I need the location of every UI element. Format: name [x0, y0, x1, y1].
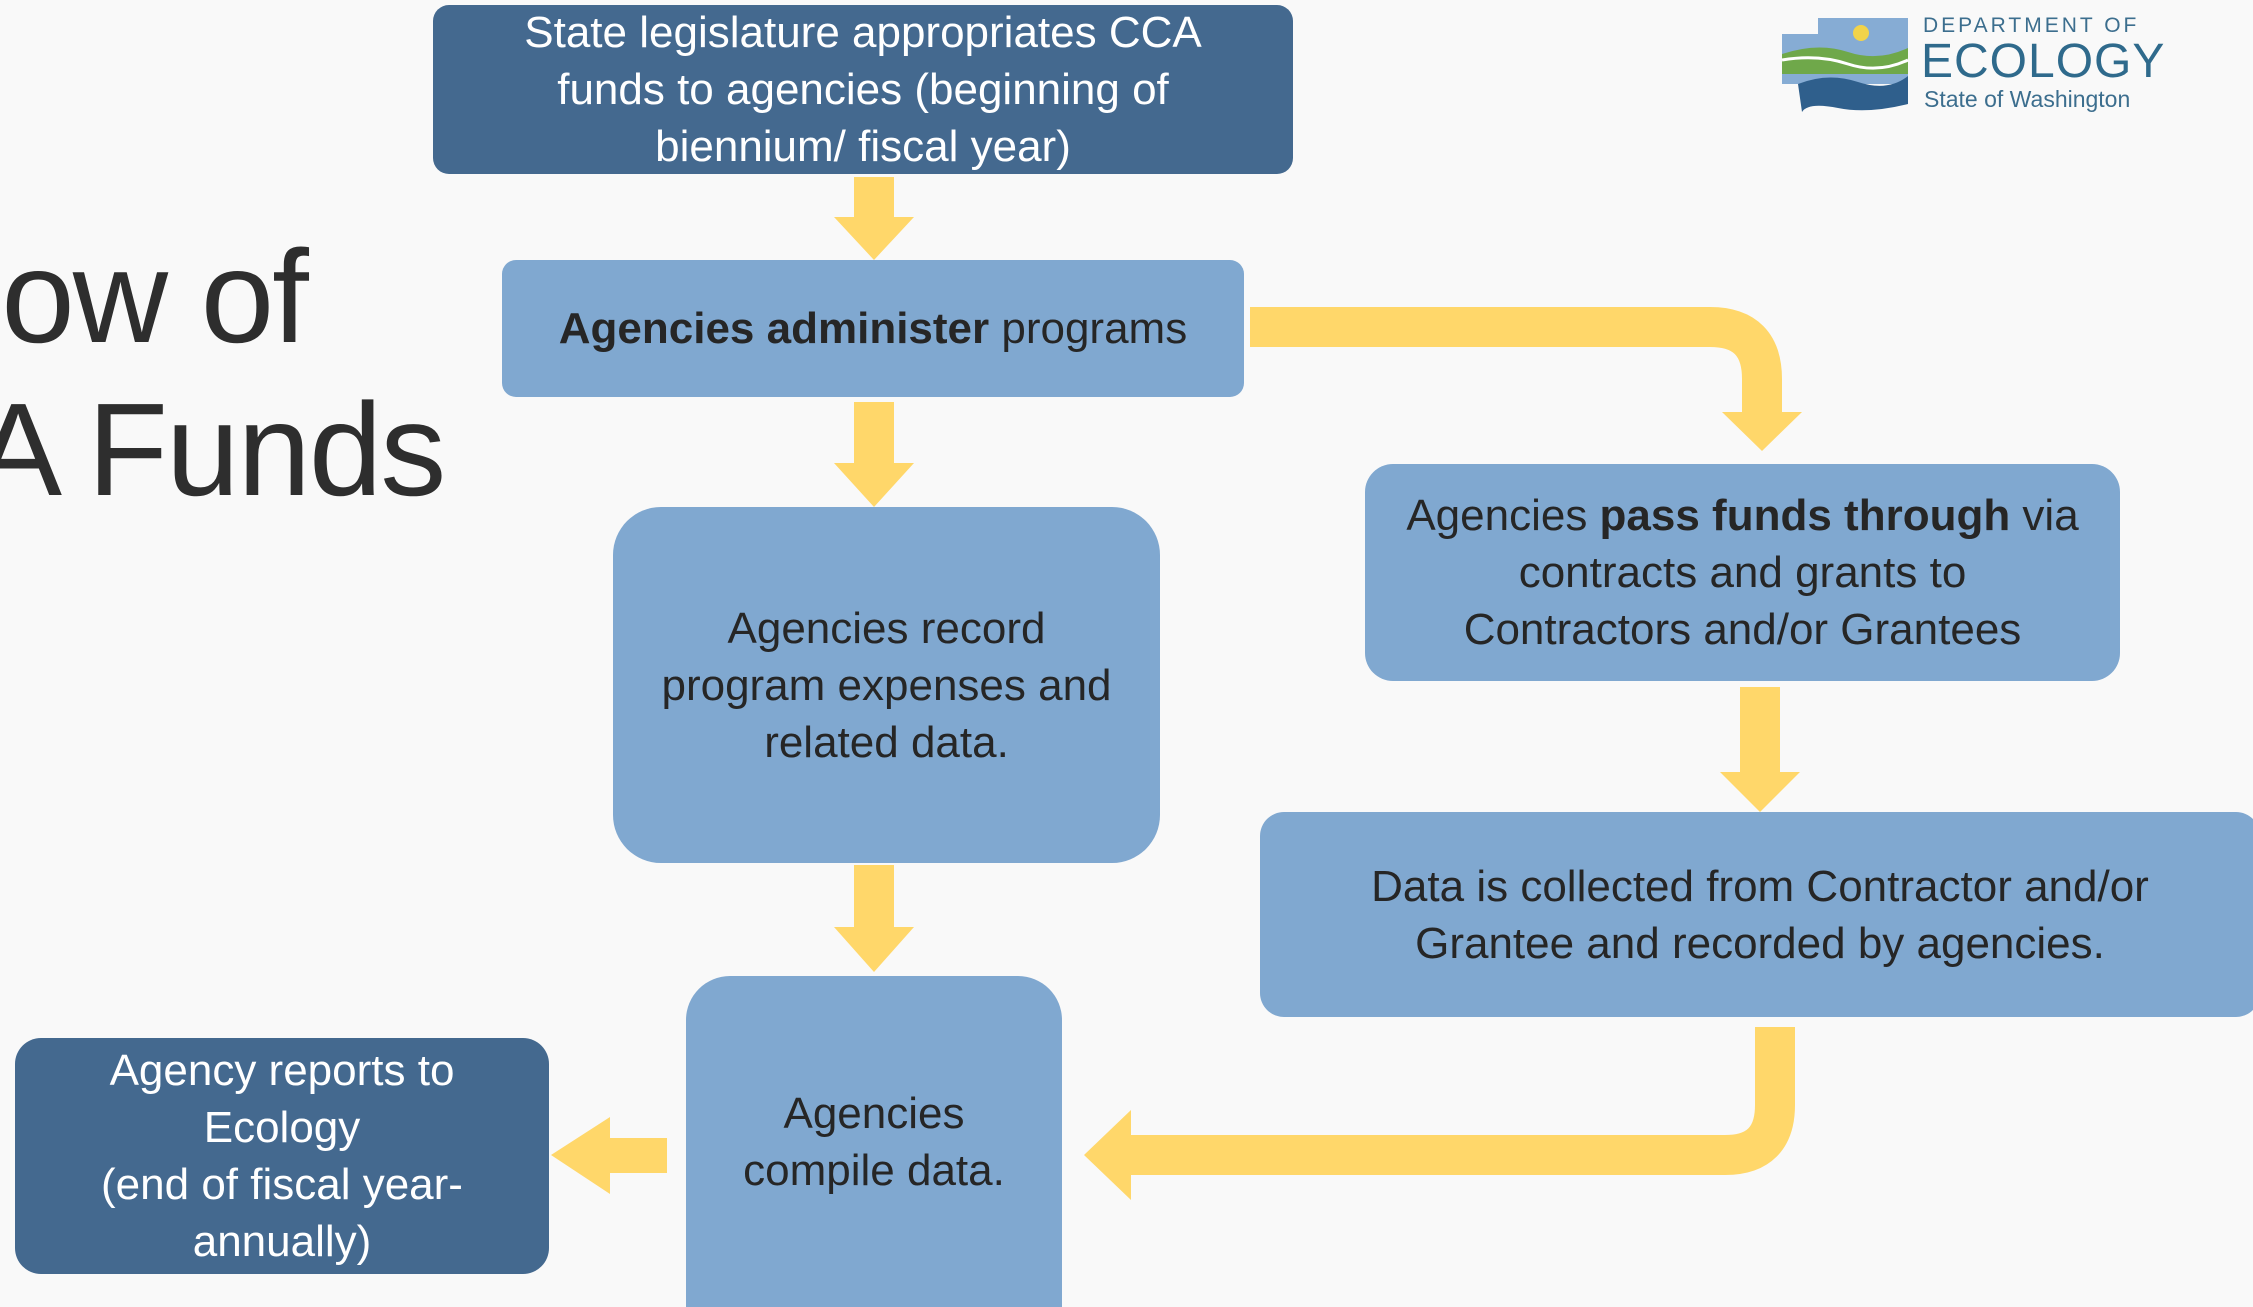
arrow-compile-to-report: [551, 1117, 667, 1194]
box-legislature: State legislature appropriates CCA funds…: [433, 5, 1293, 174]
box-pass-through-line-1: Agencies pass funds through via: [1406, 487, 2078, 544]
box-compile-line-1: Agencies: [783, 1088, 965, 1138]
page-title-line-2: A Funds: [0, 376, 446, 523]
box-pass-through-l1a: Agencies: [1406, 491, 1600, 540]
arrowhead-to-pass: [1722, 412, 1802, 451]
arrowhead-to-compile: [1084, 1110, 1131, 1200]
box-legislature-line-1: State legislature appropriates CCA: [524, 8, 1202, 57]
box-pass-through-l1b: via: [2010, 491, 2079, 540]
box-collected-line-1: Data is collected from Contractor and/or: [1371, 861, 2149, 911]
box-compile: Agencies compile data.: [686, 976, 1062, 1307]
logo-department-text: DEPARTMENT OF: [1923, 14, 2140, 37]
box-pass-through-line-2: contracts and grants to: [1518, 548, 1967, 597]
box-record-line-2: program expenses and: [661, 660, 1112, 710]
box-report-line-4: annually): [192, 1217, 372, 1266]
box-collected-line-2: Grantee and recorded by agencies.: [1415, 918, 2105, 968]
box-legislature-line-2: funds to agencies (beginning of: [557, 65, 1169, 114]
box-legislature-line-3: biennium/ fiscal year): [655, 122, 1071, 171]
box-collected: Data is collected from Contractor and/or…: [1260, 812, 2253, 1017]
box-report-line-1: Agency reports to: [109, 1046, 455, 1095]
arrow-administer-to-record: [834, 402, 914, 507]
box-pass-through: Agencies pass funds through via contract…: [1365, 464, 2120, 681]
box-pass-through-line-3: Contractors and/or Grantees: [1463, 605, 2022, 654]
box-record-line-1: Agencies record: [727, 603, 1046, 653]
connector-administer-to-pass: [1250, 307, 1782, 415]
box-record-line-3: related data.: [764, 717, 1009, 767]
logo-ecology-text: ECOLOGY: [1921, 35, 2166, 88]
logo-state-text: State of Washington: [1924, 86, 2131, 112]
box-report-line-3: (end of fiscal year-: [101, 1160, 463, 1209]
box-record: Agencies record program expenses and rel…: [613, 507, 1160, 863]
page-title-line-1: low of: [0, 223, 309, 370]
box-administer-rest: programs: [989, 304, 1188, 353]
box-administer-bold: Agencies administer: [558, 304, 990, 353]
arrow-record-to-compile: [834, 865, 914, 972]
box-administer: Agencies administer programs: [502, 260, 1244, 397]
connector-collected-to-compile: [1128, 1027, 1795, 1175]
box-pass-through-l1-bold: pass funds through: [1599, 491, 2011, 540]
box-compile-line-2: compile data.: [743, 1145, 1005, 1195]
arrow-pass-to-collected: [1720, 687, 1800, 812]
box-report: Agency reports to Ecology (end of fiscal…: [15, 1038, 549, 1274]
arrow-legislature-to-administer: [834, 177, 914, 260]
ecology-logo-icon: [1781, 18, 1909, 112]
box-report-line-2: Ecology: [203, 1103, 361, 1152]
